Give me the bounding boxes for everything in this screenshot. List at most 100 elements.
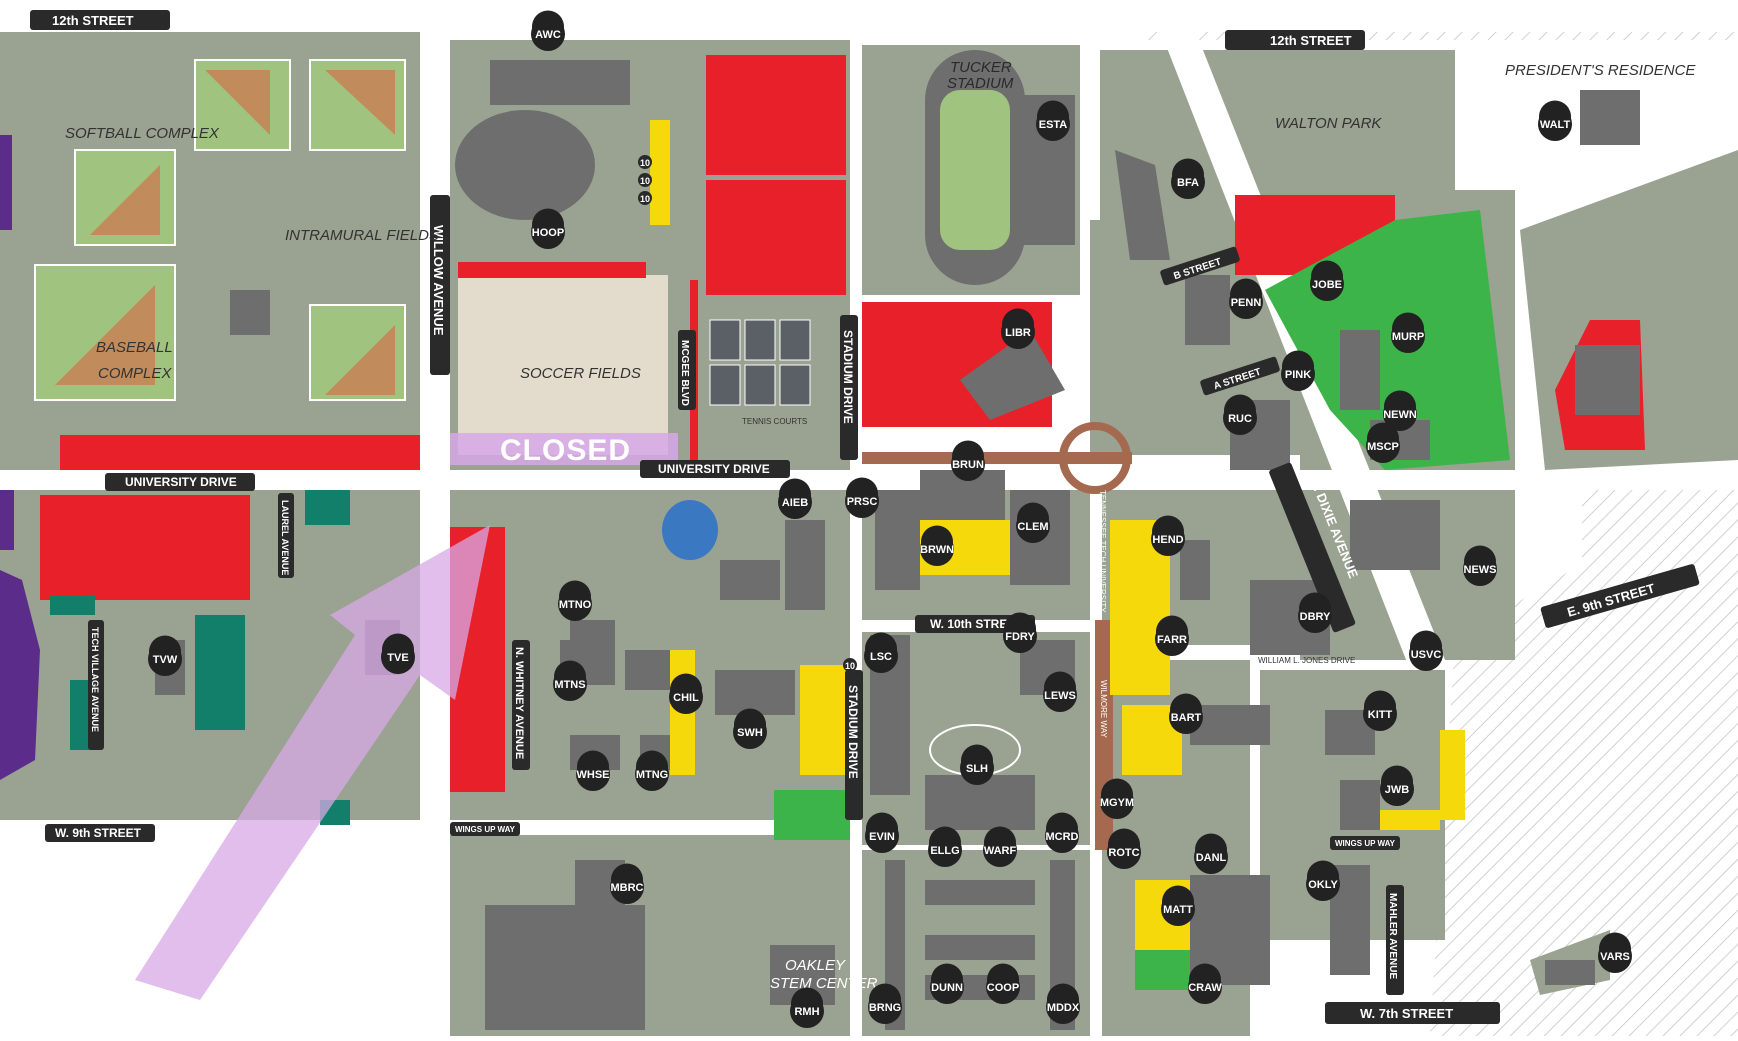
building-marker-coop[interactable]: COOP: [986, 963, 1020, 1004]
building-marker-chil[interactable]: CHIL: [669, 673, 703, 714]
building-code-label: DUNN: [931, 982, 963, 994]
label-intramural: INTRAMURAL FIELDS: [285, 227, 439, 244]
building-marker-vars[interactable]: VARS: [1598, 932, 1632, 973]
building-marker-ellg[interactable]: ELLG: [928, 826, 962, 867]
building-marker-tvw[interactable]: TVW: [148, 635, 182, 676]
building-code-label: PINK: [1285, 369, 1311, 381]
building-marker-jobe[interactable]: JOBE: [1310, 260, 1344, 301]
building-marker-news[interactable]: NEWS: [1463, 545, 1497, 586]
building-code-label: RMH: [794, 1006, 819, 1018]
building-marker-rotc[interactable]: ROTC: [1107, 828, 1141, 869]
marker-circle-icon: [778, 485, 812, 519]
marker-circle-icon: [1036, 107, 1070, 141]
building-marker-lews[interactable]: LEWS: [1043, 671, 1077, 712]
building-code-label: NEWN: [1383, 409, 1417, 421]
building-marker-warf[interactable]: WARF: [983, 826, 1017, 867]
soccer-field: [458, 275, 668, 455]
building-marker-hend[interactable]: HEND: [1151, 515, 1185, 556]
building-marker-whse[interactable]: WHSE: [576, 750, 610, 791]
building-marker-slh[interactable]: SLH: [960, 744, 994, 785]
street-stadium-north: STADIUM DRIVE: [841, 330, 855, 424]
building-marker-mtns[interactable]: MTNS: [553, 660, 587, 701]
building-marker-matt[interactable]: MATT: [1161, 885, 1195, 926]
building-code-label: LIBR: [1005, 327, 1031, 339]
building-marker-aieb[interactable]: AIEB: [778, 478, 812, 519]
building-marker-rmh[interactable]: RMH: [790, 987, 824, 1028]
building-marker-kitt[interactable]: KITT: [1363, 690, 1397, 731]
building-marker-evin[interactable]: EVIN: [865, 812, 899, 853]
building-marker-murp[interactable]: MURP: [1391, 312, 1425, 353]
label-tucker-2: STADIUM: [947, 75, 1014, 92]
building-marker-fdry[interactable]: FDRY: [1003, 612, 1037, 653]
building-marker-mscp[interactable]: MSCP: [1366, 422, 1400, 463]
building-marker-hoop[interactable]: HOOP: [531, 208, 565, 249]
building-marker-libr[interactable]: LIBR: [1001, 308, 1035, 349]
marker-circle-icon: [1194, 840, 1228, 874]
building-marker-bfa[interactable]: BFA: [1171, 158, 1205, 199]
building-code-label: KITT: [1368, 709, 1393, 721]
building-marker-danl[interactable]: DANL: [1194, 833, 1228, 874]
building-marker-mbrc[interactable]: MBRC: [610, 863, 644, 904]
purple-boundary-nw: [0, 135, 12, 230]
building-marker-farr[interactable]: FARR: [1155, 615, 1189, 656]
building-marker-lsc[interactable]: LSC: [864, 632, 898, 673]
building-marker-mcrd[interactable]: MCRD: [1045, 812, 1079, 853]
building-code-label: MATT: [1163, 904, 1193, 916]
building-marker-mtng[interactable]: MTNG: [635, 750, 669, 791]
building-marker-brun[interactable]: BRUN: [951, 440, 985, 481]
building-marker-dunn[interactable]: DUNN: [930, 963, 964, 1004]
building-marker-clem[interactable]: CLEM: [1016, 502, 1050, 543]
route-marker-10: 10: [640, 158, 650, 168]
building-marker-newn[interactable]: NEWN: [1383, 390, 1417, 431]
building-marker-tve[interactable]: TVE: [381, 633, 415, 674]
building-marker-walt[interactable]: WALT: [1538, 100, 1572, 141]
building-code-label: SWH: [737, 727, 763, 739]
street-laurel: LAUREL AVENUE: [280, 500, 290, 575]
building-code-label: MGYM: [1100, 797, 1134, 809]
building-marker-penn[interactable]: PENN: [1229, 278, 1263, 319]
marker-circle-icon: [1001, 315, 1035, 349]
building-code-label: BART: [1171, 712, 1202, 724]
building-code-label: HEND: [1152, 534, 1183, 546]
building-marker-prsc[interactable]: PRSC: [845, 477, 879, 518]
building-code-label: BRWN: [920, 544, 954, 556]
marker-circle-icon: [558, 587, 592, 621]
building-marker-ruc[interactable]: RUC: [1223, 394, 1257, 435]
purple-boundary-sw: [0, 570, 40, 780]
marker-circle-icon: [790, 994, 824, 1028]
building-marker-pink[interactable]: PINK: [1281, 350, 1315, 391]
marker-circle-icon: [928, 833, 962, 867]
building-marker-mtno[interactable]: MTNO: [558, 580, 592, 621]
marker-circle-icon: [669, 680, 703, 714]
building-marker-awc[interactable]: AWC: [531, 10, 565, 51]
building-code-label: ELLG: [930, 845, 959, 857]
marker-circle-icon: [1100, 785, 1134, 819]
building-marker-bart[interactable]: BART: [1169, 693, 1203, 734]
marker-circle-icon: [960, 751, 994, 785]
building-code-label: COOP: [987, 982, 1019, 994]
marker-circle-icon: [1310, 267, 1344, 301]
building-marker-usvc[interactable]: USVC: [1409, 630, 1443, 671]
street-12th-west: 12th STREET: [52, 13, 134, 28]
building-marker-craw[interactable]: CRAW: [1188, 963, 1222, 1004]
building-code-label: NEWS: [1464, 564, 1497, 576]
building-code-label: HOOP: [532, 227, 564, 239]
label-oakley-1: OAKLEY: [785, 957, 846, 974]
building-marker-esta[interactable]: ESTA: [1036, 100, 1070, 141]
building-marker-swh[interactable]: SWH: [733, 708, 767, 749]
building-marker-okly[interactable]: OKLY: [1306, 860, 1340, 901]
building-marker-brng[interactable]: BRNG: [868, 983, 902, 1024]
marker-circle-icon: [951, 447, 985, 481]
building-code-label: MBRC: [611, 882, 644, 894]
building-code-label: FDRY: [1005, 631, 1035, 643]
marker-circle-icon: [1598, 939, 1632, 973]
building-marker-mgym[interactable]: MGYM: [1100, 778, 1134, 819]
building-marker-brwn[interactable]: BRWN: [920, 525, 954, 566]
building-marker-mddx[interactable]: MDDX: [1046, 983, 1080, 1024]
building-marker-dbry[interactable]: DBRY: [1298, 592, 1332, 633]
building-marker-jwb[interactable]: JWB: [1380, 765, 1414, 806]
street-w10th: W. 10th STREET: [930, 617, 1023, 631]
street-william-jones: WILLIAM L. JONES DRIVE: [1258, 656, 1355, 665]
marker-circle-icon: [1229, 285, 1263, 319]
